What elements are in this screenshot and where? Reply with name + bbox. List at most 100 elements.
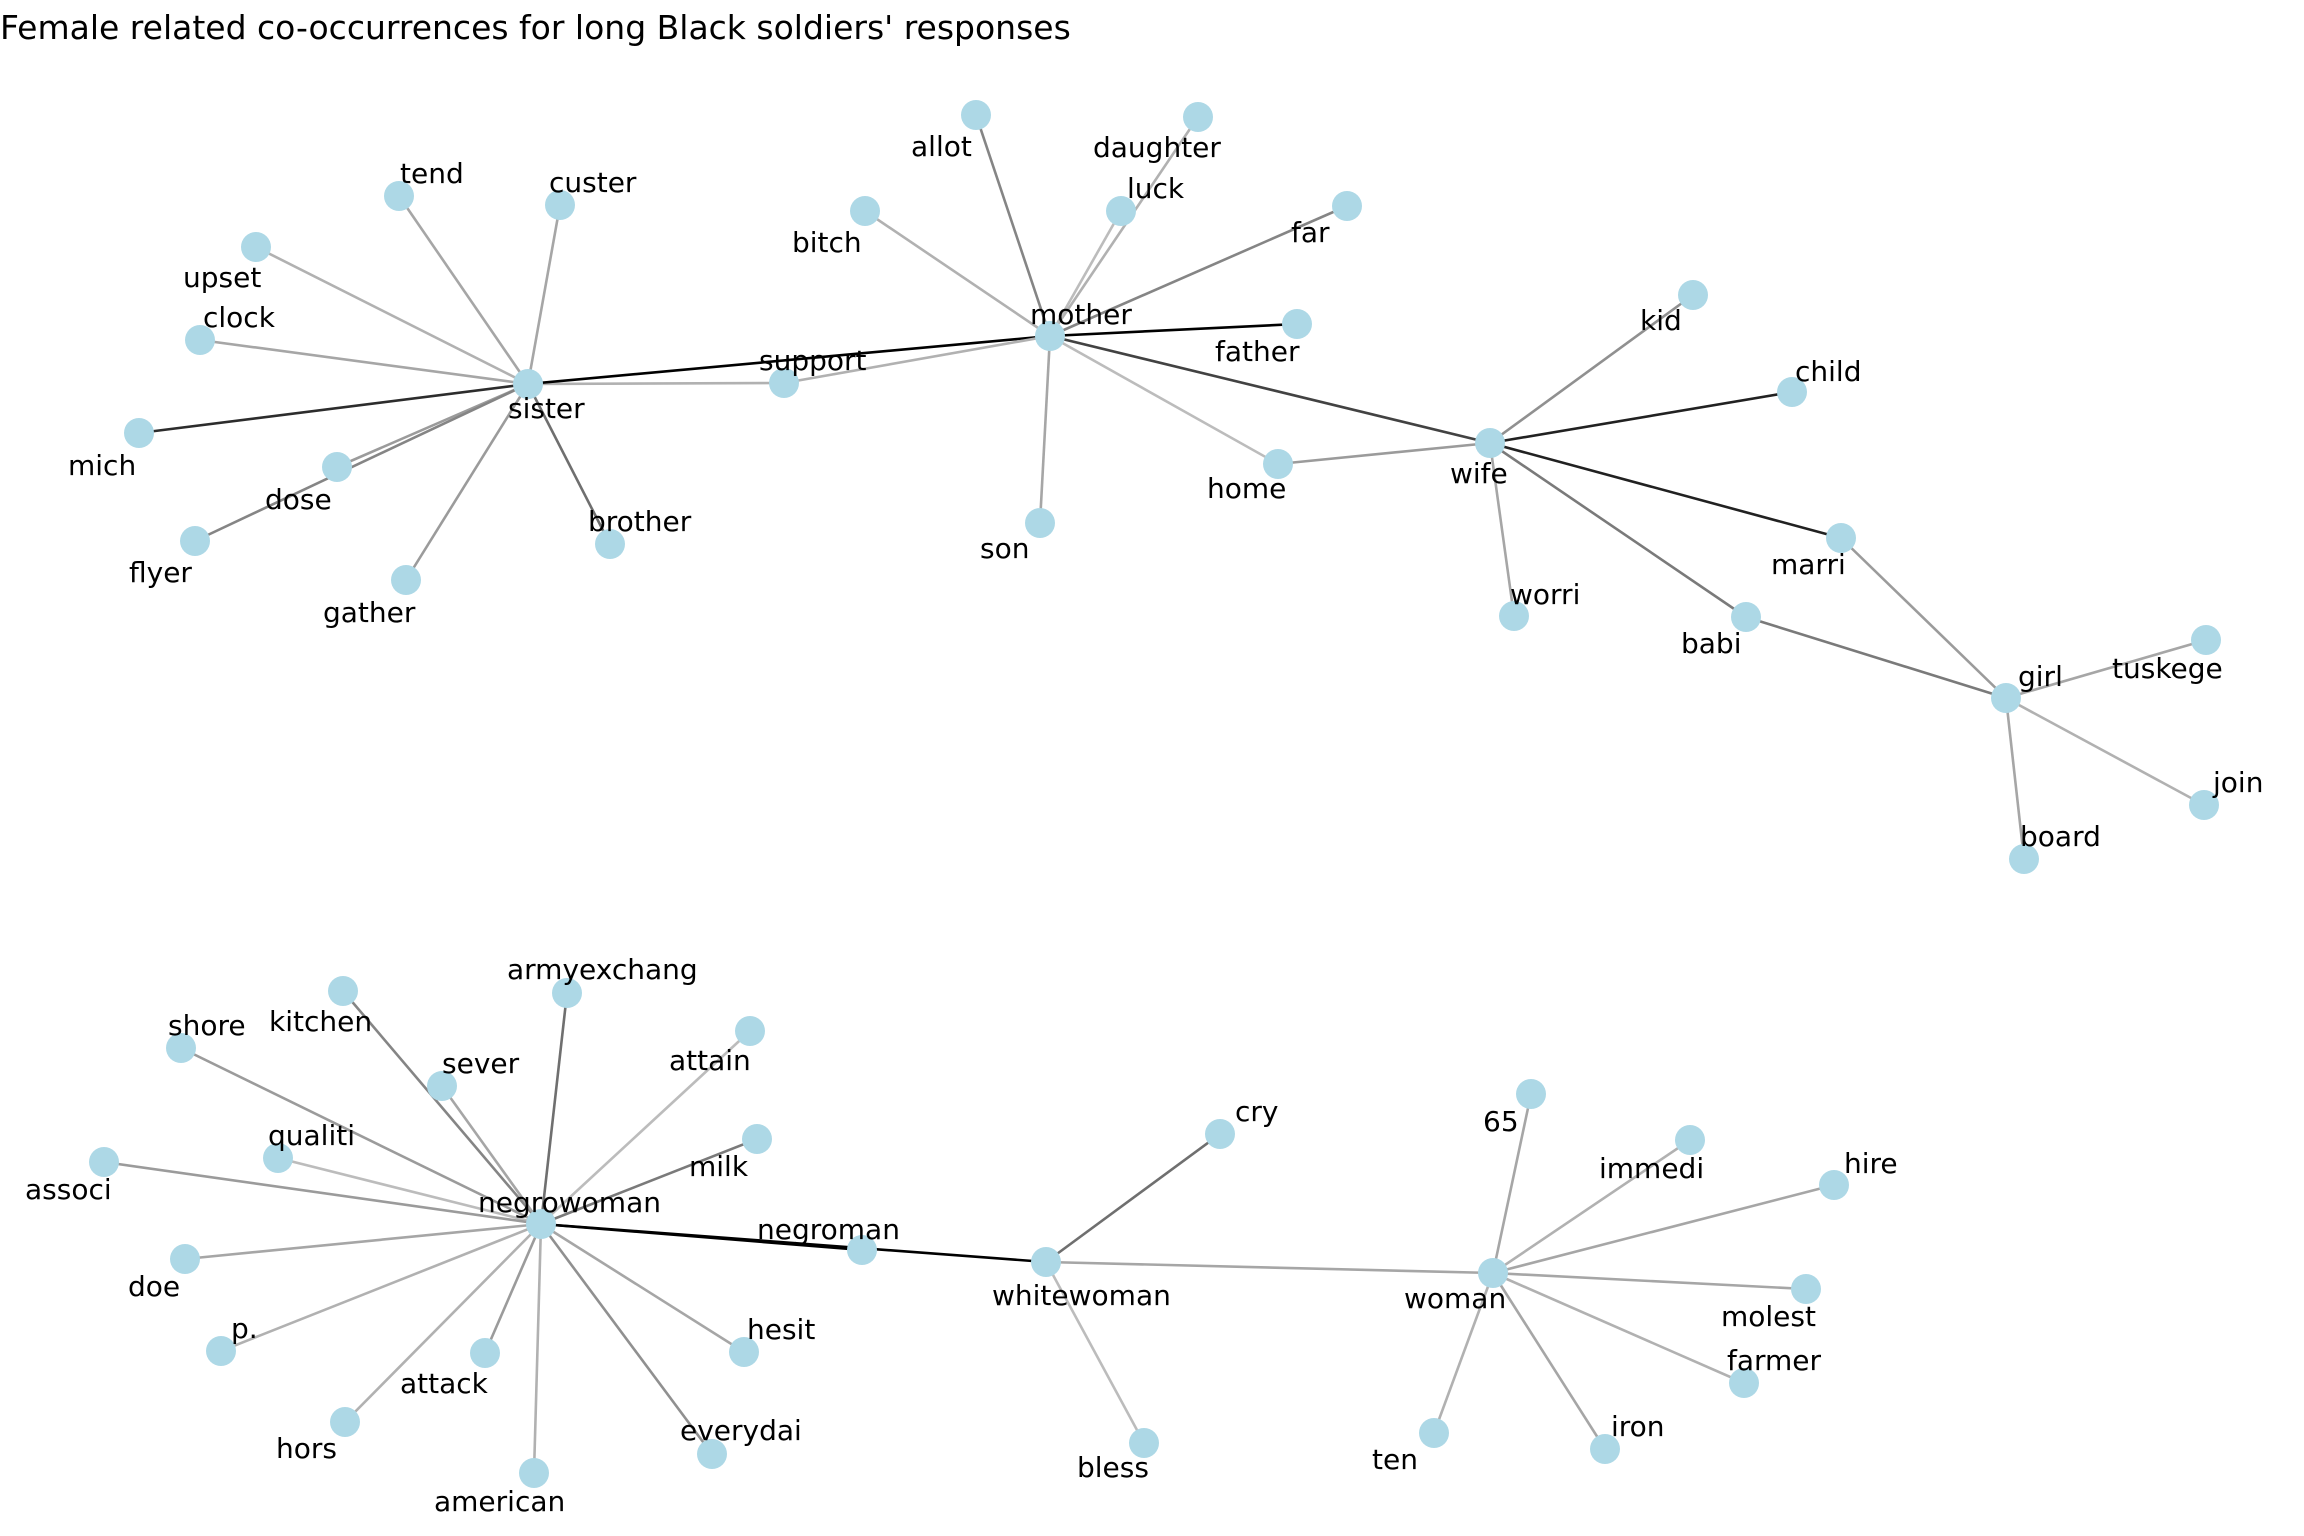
node-label-tend: tend bbox=[400, 157, 464, 190]
node-far bbox=[1332, 191, 1362, 221]
edge-sister-mich bbox=[138, 382, 529, 435]
node-american bbox=[519, 1458, 549, 1488]
edge-wife-babi bbox=[1489, 441, 1747, 619]
node-whitewoman bbox=[1031, 1247, 1061, 1277]
edge-whitewoman-bless bbox=[1044, 1261, 1146, 1444]
node-label-attack: attack bbox=[400, 1367, 489, 1400]
edge-woman-n65 bbox=[1491, 1093, 1533, 1274]
node-daughter bbox=[1183, 102, 1213, 132]
edge-girl-board bbox=[2004, 697, 2026, 860]
node-label-far: far bbox=[1291, 216, 1330, 249]
node-home bbox=[1263, 449, 1293, 479]
node-gather bbox=[391, 565, 421, 595]
node-brother bbox=[595, 529, 625, 559]
node-wife bbox=[1475, 428, 1505, 458]
node-label-wife: wife bbox=[1450, 457, 1508, 490]
node-label-iron: iron bbox=[1611, 1410, 1665, 1443]
node-label-board: board bbox=[2020, 820, 2101, 853]
node-attain bbox=[735, 1016, 765, 1046]
node-label-negroman: negroman bbox=[757, 1213, 900, 1246]
node-sever bbox=[427, 1071, 457, 1101]
node-label-hesit: hesit bbox=[747, 1313, 815, 1346]
edge-wife-worri bbox=[1488, 442, 1516, 617]
node-child bbox=[1777, 377, 1807, 407]
edge-negrowoman-qualiti bbox=[277, 1156, 542, 1226]
node-label-whitewoman: whitewoman bbox=[992, 1279, 1171, 1312]
node-sister bbox=[513, 369, 543, 399]
edge-wife-child bbox=[1489, 390, 1793, 445]
diagram-title: Female related co-occurrences for long B… bbox=[0, 8, 1071, 47]
node-babi bbox=[1731, 602, 1761, 632]
node-kitchen bbox=[328, 976, 358, 1006]
node-label-clock: clock bbox=[203, 301, 276, 334]
node-label-armyexchang: armyexchang bbox=[507, 953, 698, 986]
node-label-molest: molest bbox=[1721, 1300, 1816, 1333]
node-label-worri: worri bbox=[1510, 578, 1580, 611]
node-hors bbox=[330, 1407, 360, 1437]
node-upset bbox=[241, 232, 271, 262]
edge-negrowoman-milk bbox=[540, 1137, 758, 1226]
node-label-mother: mother bbox=[1030, 298, 1132, 331]
edge-wife-home bbox=[1277, 441, 1491, 466]
node-label-father: father bbox=[1215, 335, 1300, 368]
edge-negrowoman-attack bbox=[483, 1223, 543, 1354]
node-flyer bbox=[180, 526, 210, 556]
node-custer bbox=[545, 190, 575, 220]
node-label-shore: shore bbox=[168, 1009, 246, 1042]
node-label-milk: milk bbox=[689, 1150, 749, 1183]
node-label-bless: bless bbox=[1077, 1451, 1149, 1484]
node-attack bbox=[470, 1338, 500, 1368]
node-negroman bbox=[847, 1235, 877, 1265]
edge-woman-hire bbox=[1492, 1183, 1835, 1275]
edge-mother-allot bbox=[974, 114, 1052, 337]
node-label-kitchen: kitchen bbox=[269, 1005, 372, 1038]
edge-sister-custer bbox=[526, 204, 562, 385]
node-p bbox=[206, 1336, 236, 1366]
node-everydai bbox=[697, 1439, 727, 1469]
node-label-negrowoman: negrowoman bbox=[478, 1186, 661, 1219]
edge-negrowoman-armyexchang bbox=[539, 992, 569, 1225]
node-woman bbox=[1478, 1258, 1508, 1288]
edge-girl-tuskege bbox=[2005, 638, 2207, 700]
edge-sister-support bbox=[527, 381, 785, 386]
node-label-support: support bbox=[759, 344, 867, 377]
node-label-allot: allot bbox=[911, 130, 972, 163]
node-label-american: american bbox=[434, 1485, 565, 1518]
edge-woman-molest bbox=[1492, 1271, 1807, 1291]
edge-negrowoman-shore bbox=[180, 1046, 542, 1226]
node-label-marri: marri bbox=[1771, 548, 1846, 581]
edge-woman-farmer bbox=[1492, 1271, 1745, 1385]
node-label-sister: sister bbox=[508, 392, 585, 425]
edge-negrowoman-hesit bbox=[540, 1222, 745, 1354]
edge-negrowoman-everydai bbox=[539, 1223, 714, 1455]
node-farmer bbox=[1729, 1368, 1759, 1398]
node-girl bbox=[1991, 683, 2021, 713]
edge-wife-marri bbox=[1489, 441, 1842, 540]
node-mich bbox=[124, 418, 154, 448]
edge-negrowoman-p bbox=[220, 1222, 542, 1353]
node-label-girl: girl bbox=[2018, 660, 2063, 693]
node-mother bbox=[1035, 321, 1065, 351]
node-worri bbox=[1499, 601, 1529, 631]
node-label-brother: brother bbox=[588, 505, 692, 538]
edges-layer bbox=[103, 114, 2207, 1474]
edge-sister-flyer bbox=[194, 382, 529, 543]
edge-mother-support bbox=[783, 334, 1051, 385]
node-label-son: son bbox=[980, 532, 1029, 565]
node-armyexchang bbox=[552, 978, 582, 1008]
node-ten bbox=[1419, 1418, 1449, 1448]
node-label-home: home bbox=[1207, 472, 1286, 505]
node-label-p: p. bbox=[231, 1312, 258, 1345]
edge-negrowoman-attain bbox=[540, 1030, 751, 1225]
node-label-everydai: everydai bbox=[680, 1414, 802, 1447]
edge-girl-join bbox=[2005, 696, 2205, 807]
node-label-upset: upset bbox=[183, 261, 261, 294]
edge-marri-girl bbox=[1840, 537, 2007, 699]
node-cry bbox=[1205, 1119, 1235, 1149]
edge-mother-wife bbox=[1049, 334, 1491, 445]
edge-mother-far bbox=[1049, 204, 1348, 338]
edge-mother-luck bbox=[1048, 210, 1123, 337]
node-label-flyer: flyer bbox=[129, 556, 192, 589]
node-shore bbox=[166, 1033, 196, 1063]
